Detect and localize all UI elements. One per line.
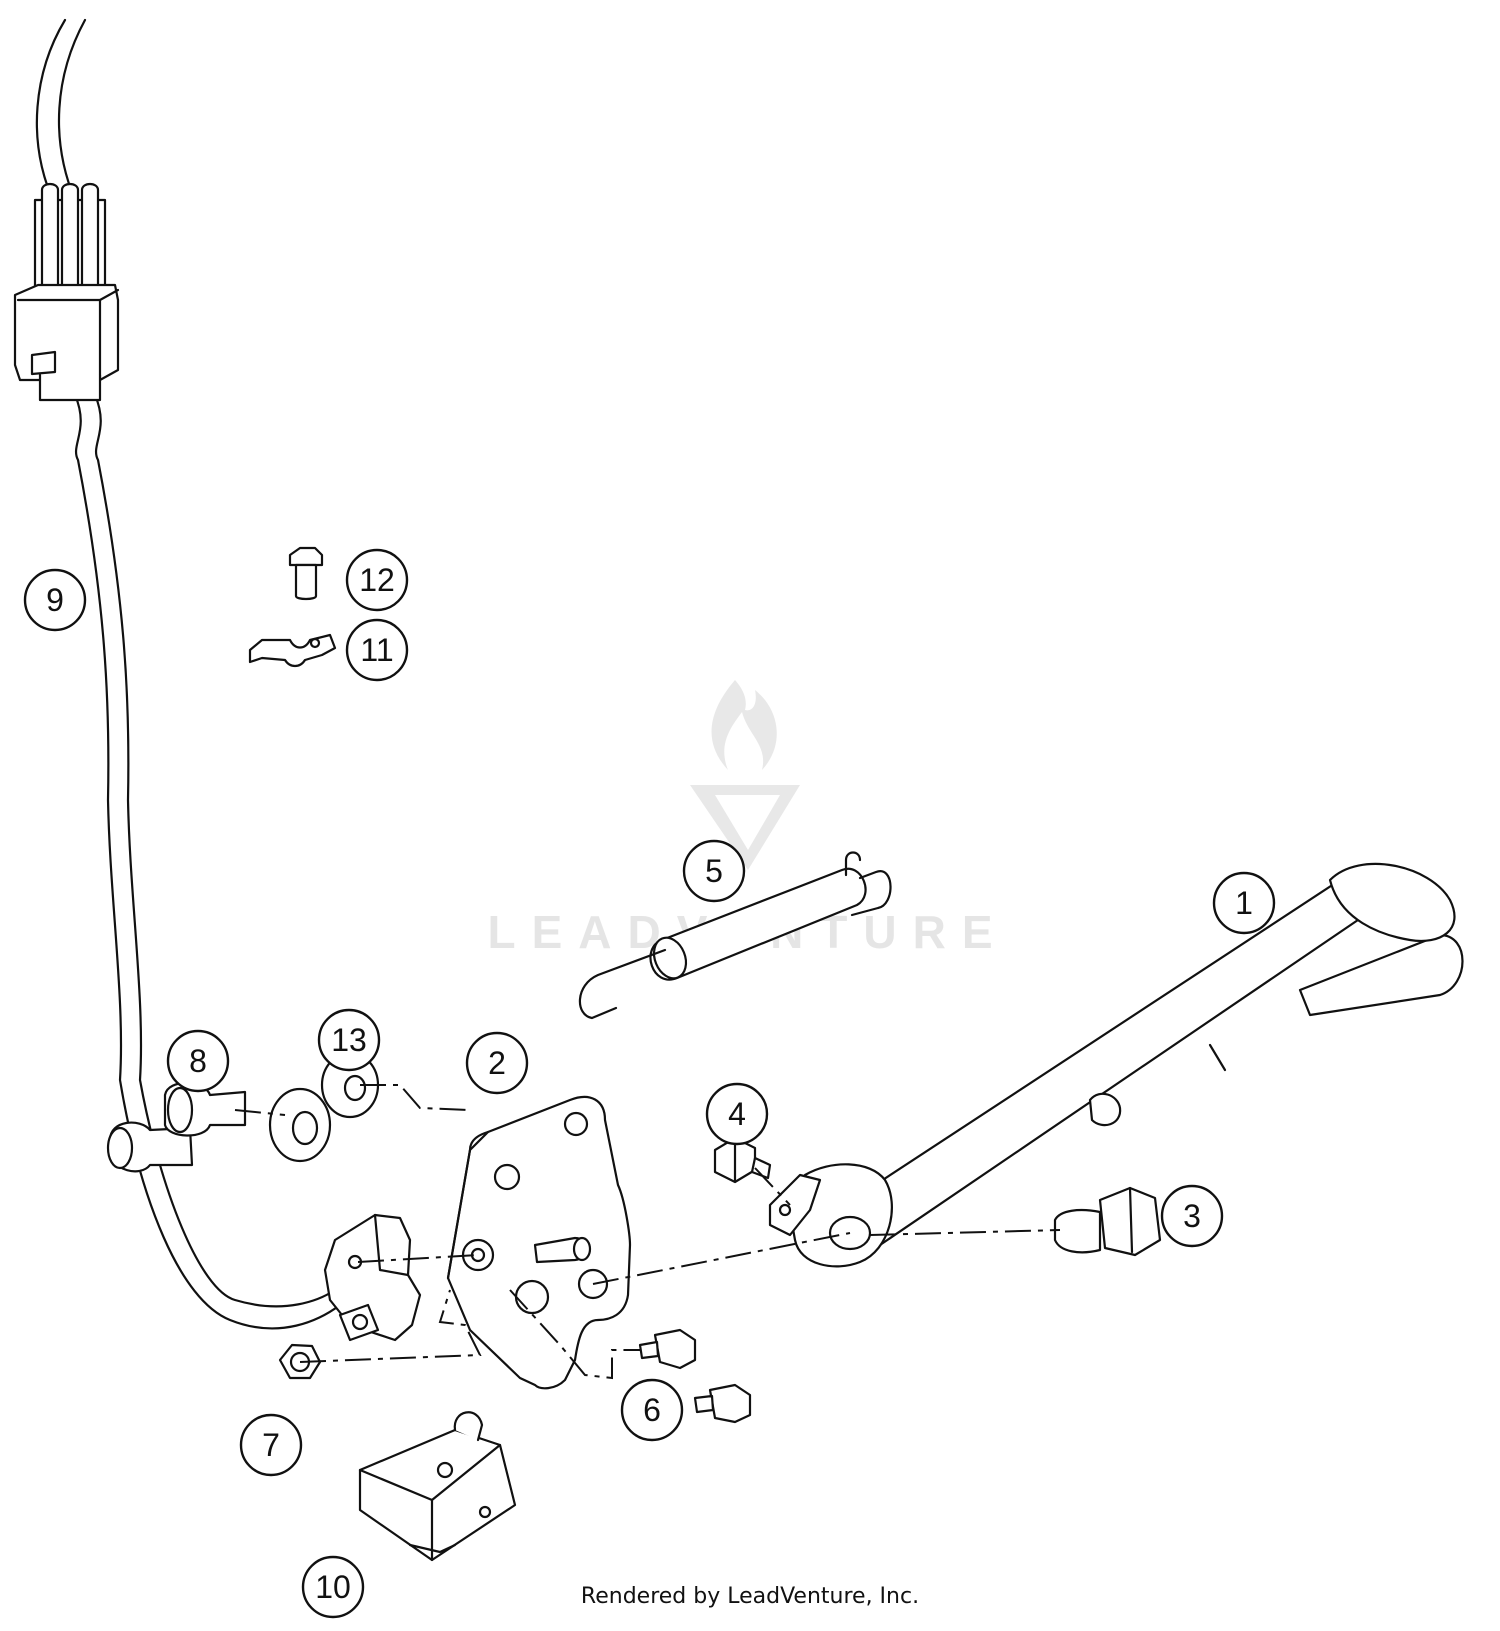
svg-text:11: 11 [360, 632, 393, 668]
callout-6: 6 [620, 1378, 684, 1442]
part-3-bolt [1053, 1186, 1162, 1257]
svg-text:1: 1 [1235, 885, 1253, 921]
callout-3: 3 [1160, 1184, 1224, 1248]
part-12-screw [288, 546, 324, 601]
svg-text:13: 13 [331, 1022, 367, 1058]
part-10-cover [358, 1411, 517, 1562]
svg-text:8: 8 [189, 1043, 207, 1079]
callout-12: 12 [345, 548, 409, 612]
svg-text:4: 4 [728, 1096, 746, 1132]
part-9-wire-harness [13, 18, 342, 1330]
callout-7: 7 [239, 1413, 303, 1477]
callout-2: 2 [465, 1031, 529, 1095]
svg-text:7: 7 [262, 1427, 280, 1463]
callout-8: 8 [166, 1029, 230, 1093]
callout-10: 10 [301, 1555, 365, 1619]
svg-text:9: 9 [46, 582, 64, 618]
watermark-logo-icon [690, 785, 800, 870]
svg-text:12: 12 [359, 562, 395, 598]
part-6-screws [638, 1328, 752, 1424]
callout-4: 4 [705, 1082, 769, 1146]
svg-text:5: 5 [705, 853, 723, 889]
callout-9: 9 [23, 568, 87, 632]
svg-text:10: 10 [315, 1569, 351, 1605]
svg-text:2: 2 [488, 1045, 506, 1081]
part-8-bolt [106, 1081, 247, 1173]
part-5-spring [578, 851, 892, 1020]
rendered-by-footer: Rendered by LeadVenture, Inc. [580, 1584, 920, 1609]
callout-5: 5 [682, 839, 746, 903]
svg-text:6: 6 [643, 1392, 661, 1428]
side-stand-switch [323, 1213, 422, 1342]
svg-text:3: 3 [1183, 1198, 1201, 1234]
callout-11: 11 [345, 618, 409, 682]
part-11-holder-clip [248, 633, 337, 668]
part-13-washers [268, 1051, 380, 1163]
watermark-flame-icon [711, 680, 777, 770]
callout-13: 13 [317, 1008, 381, 1072]
assembly-lines [234, 1084, 1061, 1380]
callout-1: 1 [1212, 871, 1276, 935]
